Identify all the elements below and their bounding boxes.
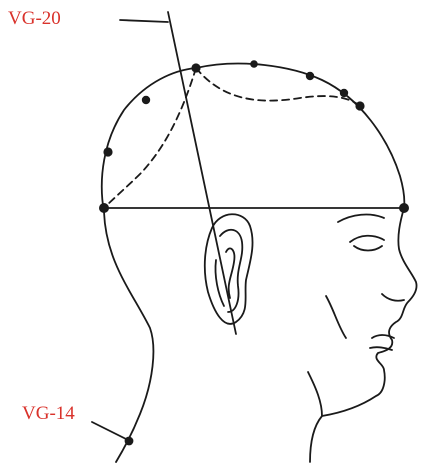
neck-back-outline	[104, 212, 153, 462]
point-forehead	[399, 203, 409, 213]
eye-upper	[350, 236, 384, 242]
point-vg20	[191, 63, 200, 72]
nose-detail	[382, 294, 404, 301]
dashed-line-left	[104, 68, 196, 208]
point-back-lower	[103, 147, 112, 156]
point-back-upper	[142, 96, 150, 104]
cheek-line	[326, 296, 346, 338]
vg14-leader-line	[92, 422, 128, 440]
point-top-right-3	[340, 89, 348, 97]
eyebrow	[338, 215, 384, 222]
jaw-line	[308, 372, 322, 416]
vg20-leader-line	[120, 20, 168, 22]
diagonal-reference-line	[168, 12, 236, 334]
face-profile	[310, 208, 417, 462]
eye-lower	[354, 246, 382, 251]
label-vg20: VG-20	[8, 9, 61, 28]
point-top-right-1	[250, 60, 258, 68]
label-vg14: VG-14	[22, 404, 75, 423]
point-top-right-2	[306, 72, 314, 80]
mouth-lower	[370, 347, 392, 350]
skull-outline	[102, 64, 405, 212]
point-occiput	[99, 203, 109, 213]
point-vg14	[125, 437, 134, 446]
point-top-right-4	[355, 101, 364, 110]
